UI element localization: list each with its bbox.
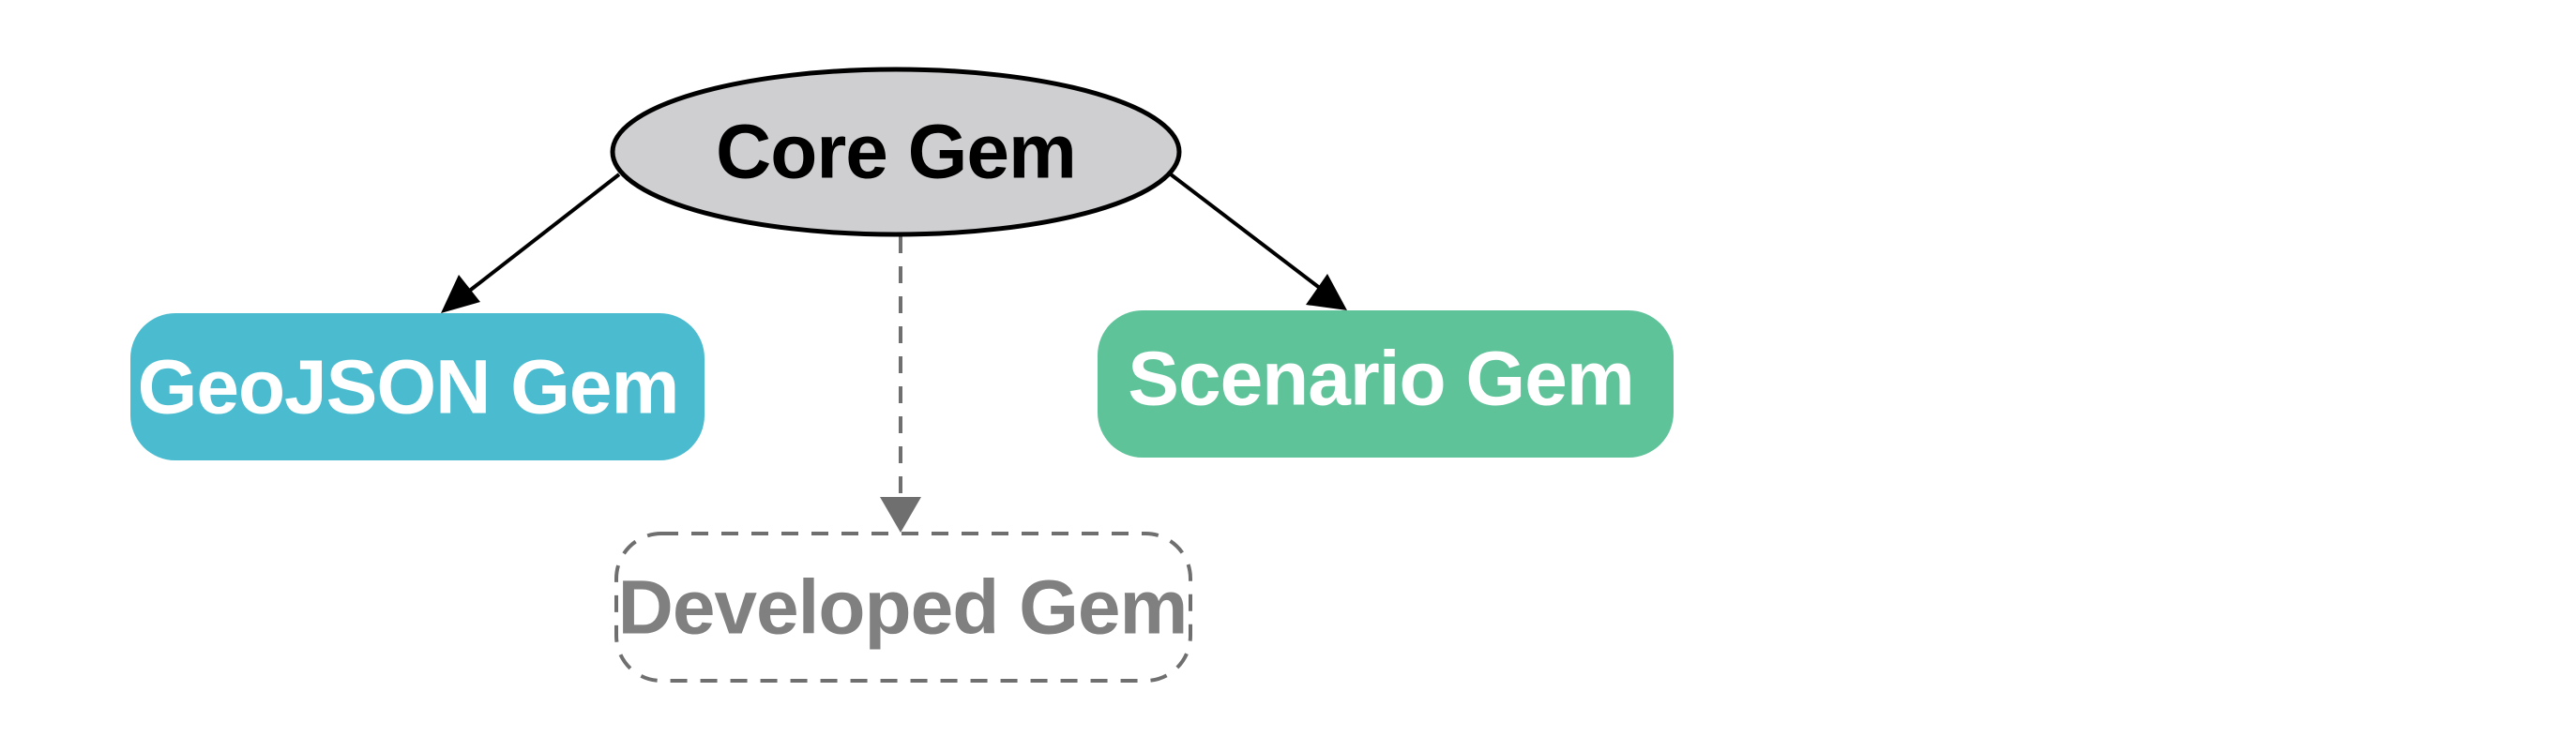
node-geojson-gem-label: GeoJSON Gem [138,345,679,430]
node-scenario-gem[interactable]: Scenario Gem [1098,310,1674,458]
edge-core-to-developed [880,236,921,533]
edge-core-to-developed-arrowhead [880,497,921,533]
node-core-gem[interactable]: Core Gem [610,67,1182,237]
edge-core-to-scenario [1169,173,1347,310]
edge-core-to-scenario-line [1169,173,1323,291]
edge-core-to-geojson-line [465,173,621,294]
node-scenario-gem-label: Scenario Gem [1128,337,1633,422]
node-developed-gem-label: Developed Gem [618,565,1188,651]
node-scenario-gem-shape [1098,310,1674,458]
node-geojson-gem-shape [130,313,705,460]
node-core-gem-shape [610,67,1182,237]
node-developed-gem-shape [614,532,1192,683]
edge-core-to-geojson [441,173,621,313]
node-geojson-gem[interactable]: GeoJSON Gem [130,313,705,460]
node-developed-gem[interactable]: Developed Gem [614,532,1192,683]
node-core-gem-label: Core Gem [716,110,1076,195]
edge-core-to-scenario-arrowhead [1306,274,1347,310]
edge-core-to-geojson-arrowhead [441,275,480,313]
